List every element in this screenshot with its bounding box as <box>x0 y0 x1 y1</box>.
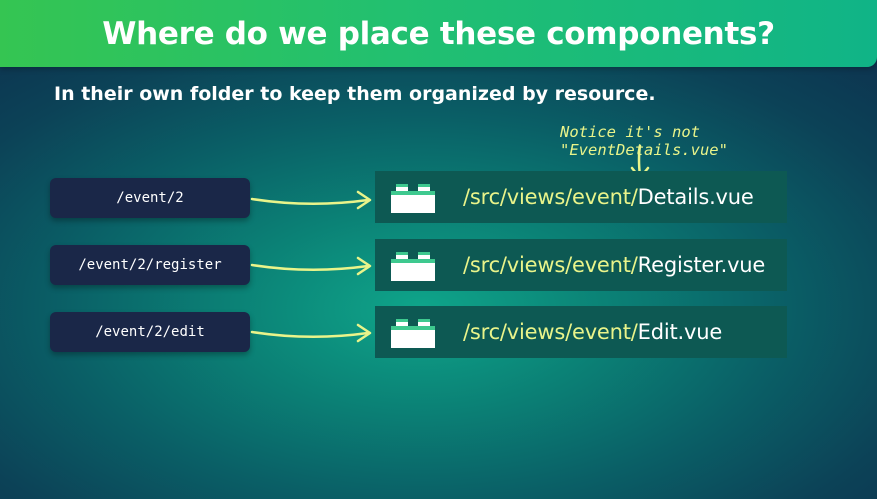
curved-arrow-icon <box>250 256 372 276</box>
title-banner: Where do we place these components? <box>0 0 877 67</box>
lego-block-icon <box>391 319 435 348</box>
path-filename: Register.vue <box>637 253 766 277</box>
route-pill: /event/2 <box>50 178 250 218</box>
lego-block-icon <box>391 252 435 281</box>
route-text: /event/2/edit <box>95 324 205 340</box>
file-path: /src/views/event/Edit.vue <box>463 320 722 344</box>
route-pill: /event/2/register <box>50 245 250 285</box>
path-filename: Details.vue <box>637 185 754 209</box>
path-filename: Edit.vue <box>637 320 723 344</box>
file-path: /src/views/event/Register.vue <box>463 253 765 277</box>
path-directory: /src/views/event/ <box>463 185 638 209</box>
lego-block-icon <box>391 184 435 213</box>
file-path-box: /src/views/event/Details.vue <box>375 171 787 223</box>
slide-subtitle: In their own folder to keep them organiz… <box>54 83 656 105</box>
path-directory: /src/views/event/ <box>463 253 638 277</box>
path-directory: /src/views/event/ <box>463 320 638 344</box>
route-pill: /event/2/edit <box>50 312 250 352</box>
route-text: /event/2/register <box>78 257 222 273</box>
file-path-box: /src/views/event/Register.vue <box>375 239 787 291</box>
notice-annotation: Notice it's not "EventDetails.vue" <box>560 123 728 159</box>
route-text: /event/2 <box>116 190 184 206</box>
file-path: /src/views/event/Details.vue <box>463 185 754 209</box>
file-path-box: /src/views/event/Edit.vue <box>375 306 787 358</box>
slide-title: Where do we place these components? <box>102 15 775 52</box>
curved-arrow-icon <box>250 323 372 343</box>
curved-arrow-icon <box>250 190 372 210</box>
